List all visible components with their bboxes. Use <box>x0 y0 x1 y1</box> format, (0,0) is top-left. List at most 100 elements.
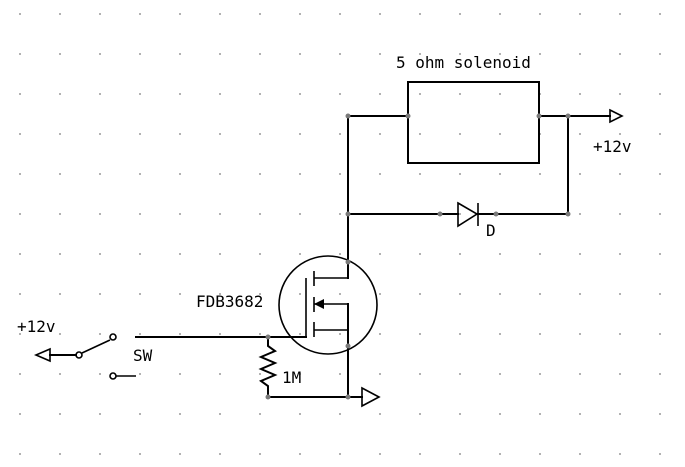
grid-dot <box>299 293 301 295</box>
mosfet: FDB3682 <box>135 213 378 398</box>
grid-dot <box>499 453 501 455</box>
grid-dot <box>459 453 461 455</box>
grid-dot <box>59 293 61 295</box>
grid-dot <box>139 13 141 15</box>
grid-dot <box>619 333 621 335</box>
grid-dot <box>459 173 461 175</box>
grid-dot <box>219 173 221 175</box>
grid-dot <box>219 13 221 15</box>
grid-dot <box>219 213 221 215</box>
grid-dot <box>99 413 101 415</box>
grid-dot <box>539 333 541 335</box>
grid-dot <box>499 253 501 255</box>
junction-dot <box>345 343 351 349</box>
solenoid-label: 5 ohm solenoid <box>396 53 531 72</box>
junction-dots <box>265 113 571 400</box>
grid-dot <box>459 293 461 295</box>
flyback-diode: D <box>457 201 496 240</box>
grid-dot <box>659 413 661 415</box>
grid-dot <box>179 453 181 455</box>
junction-dot <box>565 113 571 119</box>
grid-dot <box>339 133 341 135</box>
grid-dot <box>99 293 101 295</box>
grid-dot <box>499 133 501 135</box>
pulldown-resistor: 1M <box>258 336 301 398</box>
grid-dot <box>499 373 501 375</box>
grid-dot <box>459 413 461 415</box>
grid-dot <box>299 133 301 135</box>
grid-dot <box>299 93 301 95</box>
grid-dot <box>59 173 61 175</box>
grid-dot <box>419 333 421 335</box>
grid-dot <box>579 53 581 55</box>
grid-dot <box>19 333 21 335</box>
grid-dot <box>59 373 61 375</box>
grid-dot <box>179 53 181 55</box>
grid-dot <box>619 213 621 215</box>
grid-dot <box>259 93 261 95</box>
grid-dot <box>459 53 461 55</box>
grid-dot <box>659 293 661 295</box>
grid-dot <box>19 13 21 15</box>
grid-dot <box>339 293 341 295</box>
grid-dot <box>379 13 381 15</box>
grid-dot <box>59 453 61 455</box>
grid-dot <box>299 373 301 375</box>
grid-dot <box>659 173 661 175</box>
grid-dot <box>99 173 101 175</box>
grid-dot <box>379 413 381 415</box>
grid-dot <box>19 133 21 135</box>
grid-dot <box>99 53 101 55</box>
grid-dot <box>219 253 221 255</box>
grid-dot <box>259 413 261 415</box>
grid-dot <box>139 253 141 255</box>
grid-dot <box>339 13 341 15</box>
grid-dot <box>339 213 341 215</box>
grid-dot <box>219 453 221 455</box>
grid-dot <box>259 213 261 215</box>
grid-dot <box>259 333 261 335</box>
grid-dot <box>59 213 61 215</box>
switch-contact-top <box>109 333 117 341</box>
grid-dot <box>59 333 61 335</box>
grid-dot <box>459 373 461 375</box>
grid-dot <box>259 453 261 455</box>
grid-dot <box>339 413 341 415</box>
junction-dot <box>345 259 351 265</box>
grid-dot <box>659 373 661 375</box>
grid-dot <box>539 173 541 175</box>
junction-dot <box>265 394 271 400</box>
grid-dot <box>19 453 21 455</box>
grid-dot <box>459 133 461 135</box>
grid-dot <box>459 213 461 215</box>
grid-dot <box>419 453 421 455</box>
grid-dot <box>539 413 541 415</box>
ground-symbol <box>267 386 381 408</box>
grid-dot <box>59 413 61 415</box>
grid-dot <box>619 13 621 15</box>
grid-dot <box>179 373 181 375</box>
grid-dot <box>299 13 301 15</box>
grid-dot <box>619 373 621 375</box>
grid-dot <box>579 453 581 455</box>
grid-dot <box>59 253 61 255</box>
grid-dot <box>299 213 301 215</box>
grid-dot <box>179 253 181 255</box>
grid-dot <box>419 173 421 175</box>
grid-dot <box>419 413 421 415</box>
grid-dot <box>139 413 141 415</box>
body-arrow-icon <box>314 299 324 309</box>
grid-dot <box>339 253 341 255</box>
grid-dot <box>59 13 61 15</box>
grid-dot <box>19 53 21 55</box>
grid-dot <box>379 333 381 335</box>
mosfet-label: FDB3682 <box>196 292 263 311</box>
junction-dot <box>405 113 411 119</box>
junction-dot <box>345 394 351 400</box>
grid-dot <box>99 373 101 375</box>
grid-dot <box>579 173 581 175</box>
grid-dot <box>379 453 381 455</box>
grid-dot <box>339 333 341 335</box>
grid-dot <box>179 293 181 295</box>
grid-dot <box>419 13 421 15</box>
